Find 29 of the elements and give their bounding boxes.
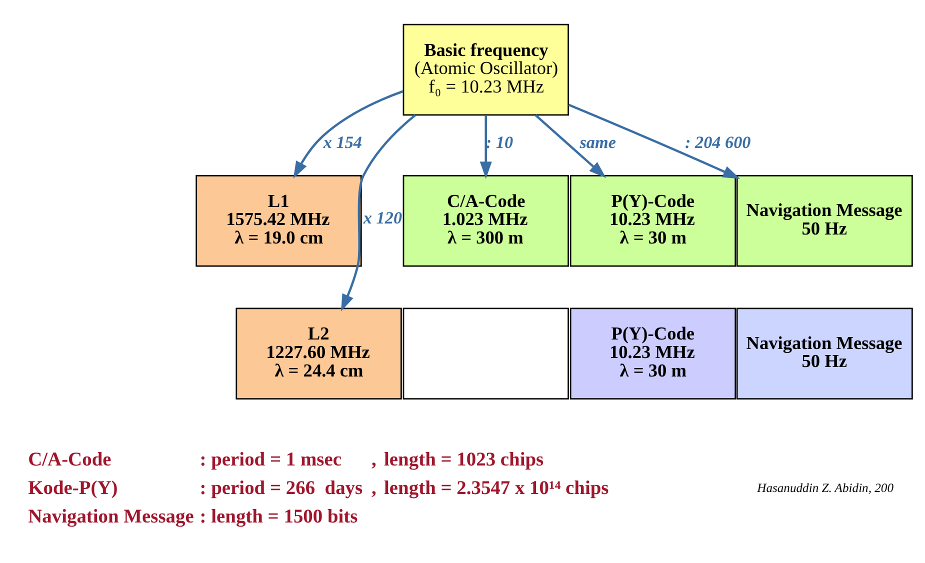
label: length = 2.3547 x 10¹⁴ chips	[384, 478, 608, 499]
edge-label: same	[579, 133, 616, 152]
label: : period = 1 msec	[199, 449, 341, 470]
node-box: C/A-Code 1.023 MHz λ = 300 m	[402, 174, 568, 267]
label: Kode-P(Y)	[28, 478, 118, 499]
arrow	[534, 114, 606, 178]
label: Hasanuddin Z. Abidin, 200	[756, 480, 894, 495]
edge-label: : 204 600	[684, 133, 750, 152]
arrow	[292, 90, 404, 179]
node-box: L2 1227.60 MHz λ = 24.4 cm	[235, 308, 402, 400]
label: length = 1023 chips	[384, 449, 544, 470]
arrow	[479, 115, 492, 179]
node-box	[402, 308, 568, 400]
label: ,	[370, 478, 376, 499]
node-box: Navigation Message 50 Hz	[736, 308, 912, 400]
node-box: Navigation Message 50 Hz	[736, 174, 912, 267]
edge-label: x 120	[362, 208, 402, 228]
label: C/A-Code	[28, 449, 111, 470]
edge-label: x 154	[322, 133, 362, 152]
node-box: P(Y)-Code 10.23 MHz λ = 30 m	[569, 308, 736, 400]
node-box: Basic frequency (Atomic Oscillator) f₀ = 10.23 MHz	[402, 24, 568, 116]
label: : length = 1500 bits	[199, 506, 358, 528]
arrow	[568, 104, 740, 179]
label: : period = 266 days	[199, 478, 362, 499]
label: ,	[370, 449, 376, 470]
node-box: L1 1575.42 MHz λ = 19.0 cm	[195, 174, 362, 267]
label: Navigation Message	[28, 506, 194, 528]
node-box: P(Y)-Code 10.23 MHz λ = 30 m	[569, 174, 736, 267]
arrow	[340, 114, 416, 312]
